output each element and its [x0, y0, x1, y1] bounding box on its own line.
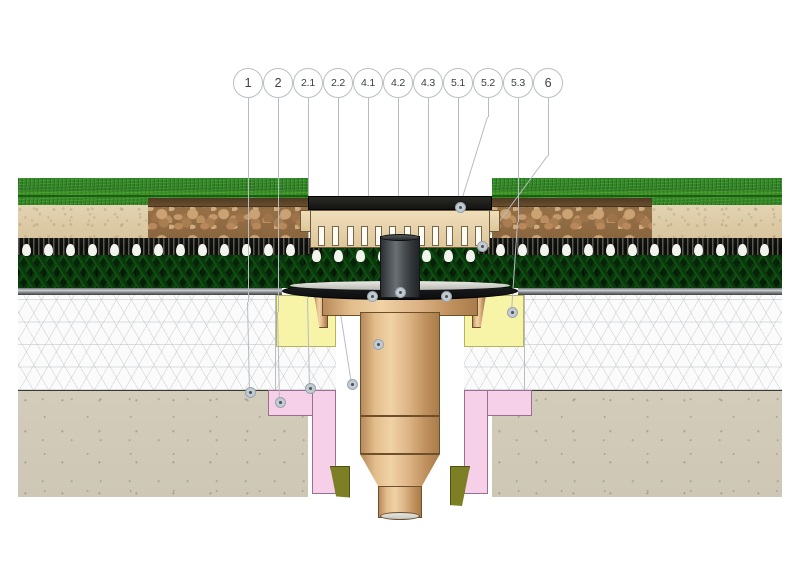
callout-anchor-2-2	[346, 378, 358, 390]
callout-marker-6[interactable]: 6	[533, 68, 563, 98]
dimple-stud	[312, 250, 321, 262]
riser-cap	[380, 234, 420, 241]
drain-body-upper	[360, 312, 440, 416]
callout-anchor-5-2	[454, 201, 466, 213]
grating-slot	[432, 226, 440, 246]
dimple-stud	[444, 250, 453, 262]
callout-anchor-1	[244, 386, 256, 398]
callout-leader-1	[248, 98, 249, 302]
cross-section-drawing	[18, 178, 782, 524]
callout-marker-5-3[interactable]: 5.3	[503, 68, 533, 98]
dimple-stud	[628, 244, 637, 256]
layer-growing-substrate-right	[652, 205, 782, 238]
callout-anchor-2-1	[304, 382, 316, 394]
dimple-stud	[176, 244, 185, 256]
callout-marker-4-1[interactable]: 4.1	[353, 68, 383, 98]
callout-marker-1[interactable]: 1	[233, 68, 263, 98]
callout-anchor-5-3	[506, 306, 518, 318]
dimple-stud	[22, 244, 31, 256]
layer-insulation-under-taper-right	[464, 347, 524, 390]
grating-slot	[318, 226, 325, 246]
layer-insulation-under-taper-left	[276, 347, 336, 390]
dimple-stud	[334, 250, 343, 262]
callout-marker-2-2[interactable]: 2.2	[323, 68, 353, 98]
drain-body-lower	[360, 416, 440, 454]
callout-anchor-5-1	[440, 290, 452, 302]
dimple-stud	[154, 244, 163, 256]
callout-anchor-4-2	[394, 286, 406, 298]
dimple-stud	[44, 244, 53, 256]
callout-leader-4-3	[428, 98, 429, 254]
layer-thermal-insulation-left	[18, 295, 276, 390]
layer-growing-substrate-left	[18, 205, 148, 238]
layer-structural-deck-left	[18, 390, 308, 497]
drain-outlet-mouth	[380, 512, 420, 520]
layer-drainage-mesh-left	[18, 255, 308, 288]
dimple-stud	[132, 244, 141, 256]
callout-leader-4-1	[368, 98, 369, 206]
callout-anchor-4-1	[366, 290, 378, 302]
callout-leader-6	[548, 98, 549, 156]
dimple-stud	[198, 244, 207, 256]
grating-slot	[360, 226, 368, 246]
layer-structural-deck-right	[492, 390, 782, 497]
layer-vapour-control-sleeve-right	[464, 390, 488, 494]
layer-waterproofing-membrane-right	[518, 288, 782, 295]
callout-marker-4-3[interactable]: 4.3	[413, 68, 443, 98]
dimple-stud	[606, 244, 615, 256]
dimple-stud	[422, 250, 431, 262]
layer-thermal-insulation-right	[524, 295, 782, 390]
dimple-stud	[716, 244, 725, 256]
dimple-stud	[738, 244, 747, 256]
dimple-stud	[264, 244, 273, 256]
layer-drainage-mesh-right	[492, 255, 782, 288]
callout-anchor-4-3	[372, 338, 384, 350]
layer-waterproofing-membrane-left	[18, 288, 282, 295]
dimple-stud	[242, 244, 251, 256]
grating-slot	[460, 226, 468, 246]
layer-gravel-ballast-left	[148, 198, 308, 238]
dimple-stud	[584, 244, 593, 256]
dimple-stud	[518, 244, 527, 256]
layer-vapour-control-sleeve-left	[312, 390, 336, 494]
callout-marker-2-1[interactable]: 2.1	[293, 68, 323, 98]
dimple-stud	[88, 244, 97, 256]
dimple-stud	[220, 244, 229, 256]
callout-anchor-2	[274, 396, 286, 408]
callout-leader-5-3	[518, 98, 519, 222]
callout-anchor-6	[476, 240, 488, 252]
dimple-stud	[356, 250, 365, 262]
dimple-stud	[562, 244, 571, 256]
callout-marker-5-1[interactable]: 5.1	[443, 68, 473, 98]
dimple-stud	[760, 244, 769, 256]
dimple-studs-right	[492, 244, 782, 260]
dimple-stud	[286, 244, 295, 256]
dimple-stud	[496, 244, 505, 256]
grating-slot	[446, 226, 454, 246]
grating-slot	[332, 226, 340, 246]
dimple-stud	[672, 244, 681, 256]
callout-marker-2[interactable]: 2	[263, 68, 293, 98]
callout-leader-5-1	[458, 98, 459, 206]
dimple-stud	[650, 244, 659, 256]
callout-marker-4-2[interactable]: 4.2	[383, 68, 413, 98]
callout-leader-2	[278, 98, 279, 312]
grating-top-rail	[308, 196, 492, 210]
dimple-stud	[110, 244, 119, 256]
dimple-studs-left	[18, 244, 308, 260]
callout-leader-5-2	[488, 98, 489, 117]
callout-marker-5-2[interactable]: 5.2	[473, 68, 503, 98]
dimple-stud	[540, 244, 549, 256]
drain-outlet-cone	[360, 454, 440, 488]
grating-slot	[346, 226, 354, 246]
dimple-stud	[66, 244, 75, 256]
dimple-stud	[466, 250, 475, 262]
dimple-stud	[694, 244, 703, 256]
callout-leader-4-2	[398, 98, 399, 202]
